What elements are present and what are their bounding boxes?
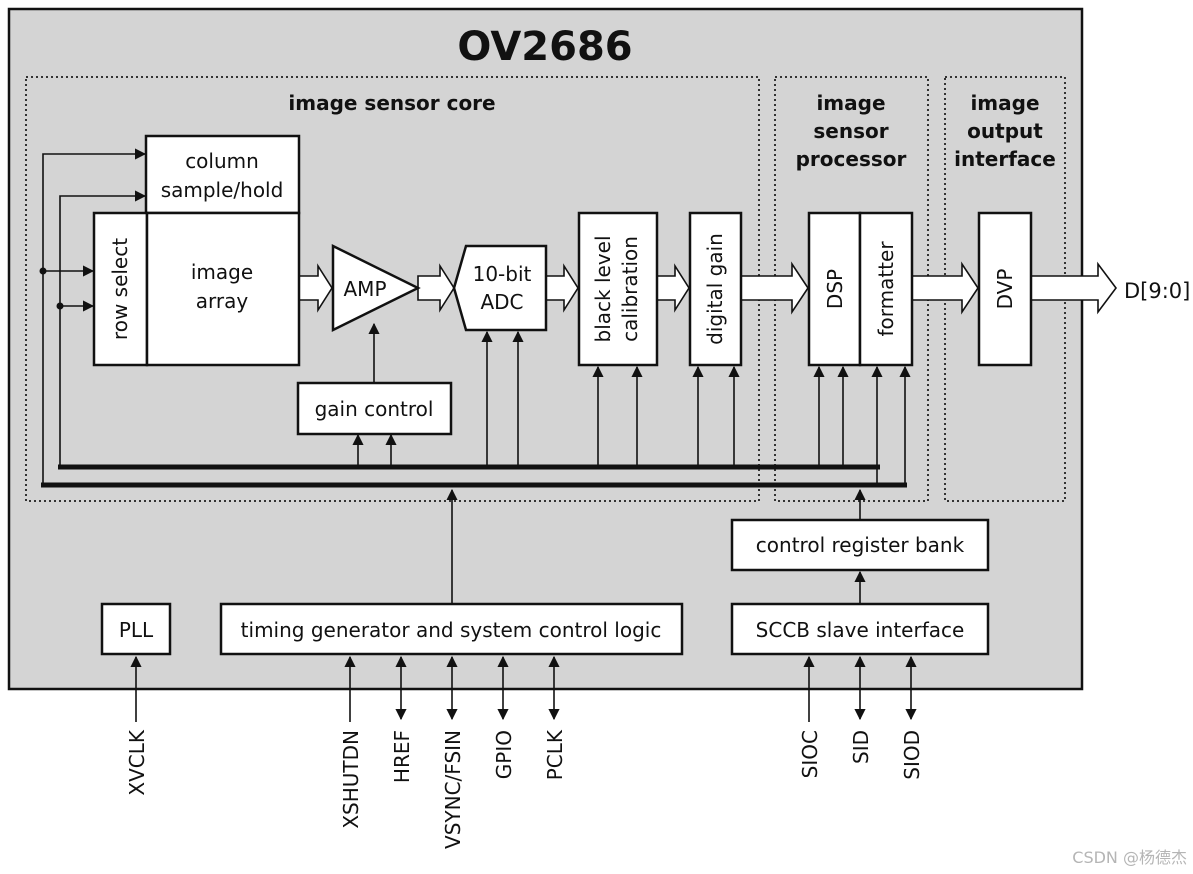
- control-register-bank-label: control register bank: [756, 533, 965, 557]
- timing-generator-block: [219, 602, 684, 656]
- formatter-label: formatter: [874, 241, 898, 337]
- sccb-slave-interface-block: [730, 602, 990, 656]
- column-sample-hold-label-1: column: [185, 149, 259, 173]
- image-sensor-core-label: image sensor core: [288, 91, 495, 115]
- pin-pclk-label: PCLK: [543, 729, 567, 780]
- black-level-calibration-label-1: black level: [591, 235, 615, 342]
- control-lines: [39, 148, 911, 604]
- pin-vsync-fsin-label: VSYNC/FSIN: [441, 730, 465, 849]
- gain-control-label: gain control: [315, 397, 434, 421]
- pin-sid-label: SID: [849, 730, 873, 764]
- dsp-block: [807, 211, 862, 367]
- pin-lines: [130, 655, 917, 722]
- control-register-bank-block: [730, 518, 990, 572]
- gain-control-block: [296, 381, 453, 436]
- image-array-block: [145, 211, 301, 367]
- pin-href-label: HREF: [390, 730, 414, 783]
- watermark: CSDN @杨德杰: [1072, 848, 1187, 867]
- pll-block: [100, 602, 172, 656]
- amp-block: [331, 243, 421, 333]
- chip-title: OV2686: [457, 24, 632, 70]
- isp-label-line-3: processor: [796, 147, 907, 171]
- isp-label-line-2: sensor: [813, 119, 888, 143]
- output-bus-label: D[9:0]: [1124, 279, 1190, 303]
- timing-generator-label: timing generator and system control logi…: [241, 618, 662, 642]
- dvp-block: [977, 211, 1033, 367]
- pll-label: PLL: [119, 618, 154, 642]
- adc-label-2: ADC: [480, 290, 523, 314]
- output-interface-label-line-2: output: [967, 119, 1043, 143]
- column-sample-hold-block: [144, 134, 301, 215]
- dsp-label: DSP: [823, 269, 847, 309]
- digital-gain-label: digital gain: [703, 233, 727, 345]
- dvp-label: DVP: [993, 269, 1017, 310]
- pin-xshutdn-label: XSHUTDN: [339, 730, 363, 829]
- digital-gain-block: [688, 211, 743, 367]
- image-array-label-1: image: [191, 260, 253, 284]
- pin-sioc-label: SIOC: [798, 730, 822, 778]
- pin-siod-label: SIOD: [900, 730, 924, 780]
- row-select-label: row select: [108, 238, 132, 340]
- data-path-arrows: [298, 261, 1117, 315]
- column-sample-hold-label-2: sample/hold: [161, 178, 284, 202]
- image-array-label-2: array: [196, 289, 249, 313]
- output-interface-label-line-1: image: [970, 91, 1039, 115]
- pin-gpio-label: GPIO: [492, 730, 516, 779]
- sccb-slave-interface-label: SCCB slave interface: [756, 618, 965, 642]
- adc-block: [452, 244, 548, 332]
- isp-label-line-1: image: [816, 91, 885, 115]
- row-select-block: [92, 211, 149, 367]
- black-level-calibration-label-2: calibration: [618, 236, 642, 342]
- amp-label: AMP: [344, 277, 387, 301]
- output-interface-label-line-3: interface: [954, 147, 1056, 171]
- formatter-block: [858, 211, 914, 367]
- black-level-calibration-block: [577, 211, 659, 367]
- adc-label-1: 10-bit: [473, 262, 532, 286]
- pin-xvclk-label: XVCLK: [125, 729, 149, 795]
